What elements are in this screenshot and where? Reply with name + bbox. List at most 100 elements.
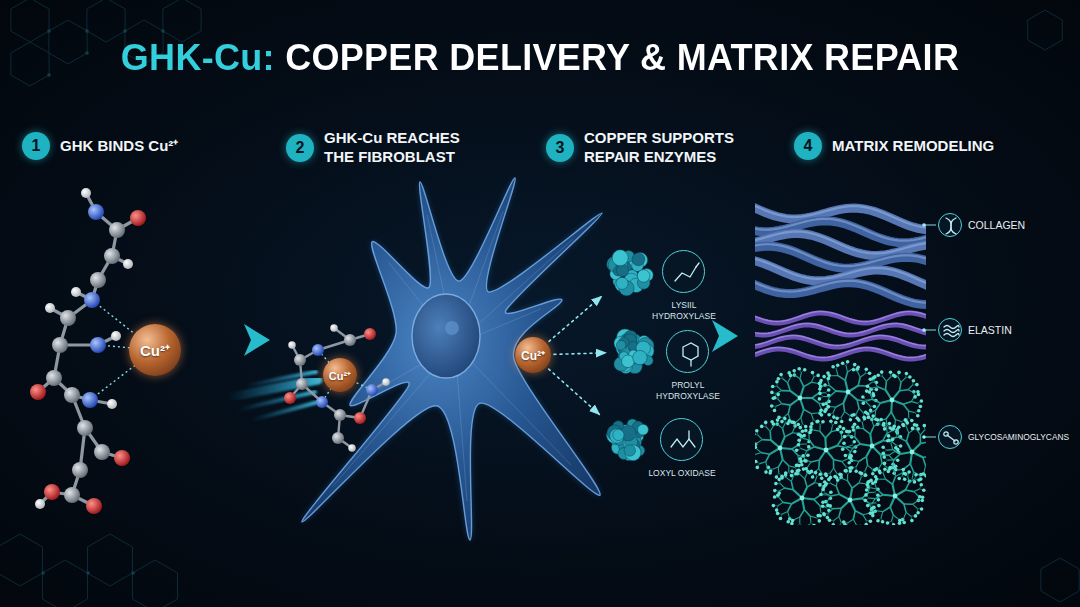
glycosaminoglycan-network-part	[804, 510, 810, 516]
glycosaminoglycan-network-part	[864, 474, 868, 478]
icon-glyph-part	[944, 326, 959, 329]
glycosaminoglycan-network-part	[778, 502, 783, 505]
glycosaminoglycan-network-part	[907, 427, 909, 433]
glycosaminoglycan-network-part	[809, 425, 813, 429]
glycosaminoglycan-network-part	[906, 512, 911, 516]
glycosaminoglycan-network-part	[853, 519, 856, 525]
icon-glyph-part	[954, 440, 958, 444]
glycosaminoglycan-network-part	[881, 445, 885, 449]
glycosaminoglycan-network-part	[852, 413, 856, 417]
glycosaminoglycan-network-part	[849, 435, 855, 437]
glycosaminoglycan-network-part	[824, 472, 828, 476]
glycosaminoglycan-network-part	[800, 379, 804, 387]
step-number: 3	[546, 134, 574, 162]
glycosaminoglycan-network-part	[864, 411, 868, 415]
glycosaminoglycan-network-part	[871, 506, 875, 510]
glycosaminoglycan-network-part	[816, 514, 820, 518]
glycosaminoglycan-network-part	[923, 424, 927, 428]
glycosaminoglycan-network-part	[859, 457, 866, 462]
glycosaminoglycan-network-part	[783, 502, 792, 503]
glycosaminoglycan-network-part	[857, 427, 863, 429]
glycosaminoglycan-network-part	[811, 414, 813, 420]
hex-network-part	[43, 560, 88, 607]
glycosaminoglycan-network-part	[821, 501, 825, 505]
matrix-icon	[938, 318, 962, 342]
glycosaminoglycan-network-part	[790, 470, 794, 474]
glycosaminoglycan-network-part	[797, 443, 801, 447]
matrix-component: COLLAGEN	[938, 213, 1025, 237]
flow-arrow-part	[244, 324, 270, 356]
carrier-molecule-part	[294, 354, 306, 366]
glycosaminoglycan-network-part	[818, 460, 820, 469]
glycosaminoglycan-network-part	[805, 479, 807, 487]
glycosaminoglycan-network-part	[772, 504, 776, 508]
title: GHK-Cu: COPPER DELIVERY & MATRIX REPAIR	[121, 37, 959, 79]
carrier-molecule-part	[382, 378, 390, 386]
elastin-fibers-part	[755, 336, 926, 346]
glycosaminoglycan-network-part	[912, 379, 916, 383]
glycosaminoglycan-network-part	[812, 393, 819, 398]
glycosaminoglycan-network-part	[853, 440, 857, 444]
glycosaminoglycan-network-part	[799, 433, 802, 436]
glycosaminoglycan-network-part	[850, 466, 854, 470]
glycosaminoglycan-network-part	[834, 517, 839, 521]
enzyme-label: LOXYL OXIDASE	[644, 468, 720, 479]
icon-glyph	[939, 426, 961, 448]
glycosaminoglycan-network-part	[839, 517, 841, 523]
carrier-molecule-part	[364, 328, 376, 340]
glycosaminoglycan-network-part	[869, 479, 873, 483]
glycosaminoglycan-network-part	[811, 475, 815, 479]
glycosaminoglycan-network-part	[786, 478, 791, 482]
glycosaminoglycan-network-part	[920, 483, 924, 487]
glycosaminoglycan-network-part	[775, 508, 779, 512]
hex-network-part	[47, 73, 51, 77]
copper-ion: Cu²⁺	[323, 358, 357, 392]
glycosaminoglycan-network-part	[788, 466, 789, 472]
glycosaminoglycan-network-part	[838, 376, 845, 381]
glycosaminoglycan-network-part	[914, 492, 918, 496]
glycosaminoglycan-network-part	[783, 379, 788, 383]
glycosaminoglycan-network-part	[822, 375, 826, 379]
glycosaminoglycan-network-part	[803, 368, 807, 372]
glycosaminoglycan-network-part	[902, 521, 906, 525]
glycosaminoglycan-network-part	[826, 504, 830, 508]
glycosaminoglycan-network-part	[836, 364, 840, 368]
glycosaminoglycan-network-part	[827, 413, 831, 417]
glycosaminoglycan-network-part	[841, 412, 844, 417]
glycosaminoglycan-network-part	[892, 373, 896, 377]
hex-network-part	[49, 20, 87, 64]
glycosaminoglycan-network-part	[846, 366, 847, 372]
glycosaminoglycan-network-part	[778, 467, 780, 473]
peptide-molecule-part	[81, 188, 91, 198]
enzyme-blob	[600, 244, 660, 300]
glycosaminoglycan-network-part	[834, 459, 842, 461]
peptide-molecule-part	[104, 248, 120, 264]
glycosaminoglycan-network-part	[892, 427, 896, 431]
peptide-molecule-part	[35, 499, 45, 509]
glycosaminoglycan-network-part	[760, 425, 764, 429]
glycosaminoglycan-network-part	[903, 404, 908, 411]
glycosaminoglycan-network-part	[773, 489, 777, 493]
glycosaminoglycan-network-part	[806, 454, 810, 458]
glycosaminoglycan-network-part	[862, 423, 863, 429]
glycosaminoglycan-network-part	[883, 467, 887, 471]
carrier-molecule-part	[284, 392, 296, 404]
glycosaminoglycan-network-part	[769, 432, 771, 441]
glycosaminoglycan-network-part	[779, 517, 783, 521]
enzyme-blob-part	[612, 250, 628, 266]
glycosaminoglycan-network-part	[923, 457, 926, 465]
enzyme-blob-part	[613, 429, 624, 440]
glycosaminoglycan-network-part	[801, 418, 803, 424]
glycosaminoglycan-network-part	[922, 488, 926, 492]
glycosaminoglycan-network-part	[903, 472, 907, 476]
peptide-molecule-part	[64, 387, 80, 403]
glycosaminoglycan-network-part	[892, 523, 896, 525]
glycosaminoglycan-network-part	[836, 428, 840, 432]
glycosaminoglycan-network-part	[857, 400, 866, 402]
glycosaminoglycan-network-part	[907, 470, 911, 474]
glycosaminoglycan-network-part	[868, 390, 872, 394]
glycosaminoglycan-network-part	[896, 474, 902, 477]
glycosaminoglycan-network-part	[833, 507, 842, 509]
